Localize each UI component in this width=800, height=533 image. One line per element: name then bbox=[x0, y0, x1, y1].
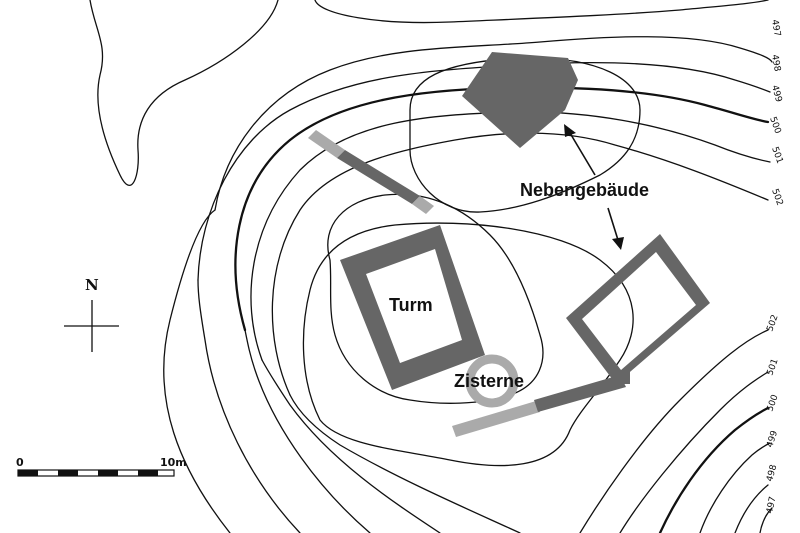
scale-bar-segment bbox=[138, 470, 158, 476]
outbuilding-pentagon bbox=[462, 52, 578, 148]
scale-start-label: 0 bbox=[16, 456, 24, 469]
contour-label: 498 bbox=[769, 54, 782, 73]
contour-line bbox=[289, 394, 521, 533]
contour-label: 501 bbox=[769, 146, 784, 166]
outbuilding-arrows bbox=[564, 124, 624, 250]
wall-segment-light bbox=[308, 130, 345, 158]
contour-line bbox=[658, 406, 770, 533]
scale-bar-segment bbox=[18, 470, 38, 476]
contour-label: 500 bbox=[765, 393, 780, 413]
contour-line bbox=[250, 111, 771, 361]
contour-line bbox=[163, 209, 231, 533]
scale-bar-segment bbox=[58, 470, 78, 476]
outbuilding-frame bbox=[566, 234, 710, 384]
contour-labels-top: 497 498 499 500 501 502 bbox=[767, 19, 784, 207]
contour-line bbox=[214, 36, 773, 211]
arrow-down-head bbox=[612, 237, 624, 250]
wall-connector bbox=[612, 372, 630, 384]
contour-label: 502 bbox=[765, 313, 780, 333]
contour-line bbox=[302, 222, 634, 467]
structures bbox=[308, 52, 710, 437]
wall-segment-light bbox=[412, 196, 434, 214]
contour-labels-bottom: 502 501 500 499 498 497 bbox=[765, 313, 781, 514]
cistern-label: Zisterne bbox=[454, 371, 524, 391]
contour-line bbox=[579, 329, 769, 533]
contour-label: 502 bbox=[769, 188, 784, 208]
wall-segment bbox=[337, 150, 420, 204]
contour-line bbox=[734, 484, 769, 533]
contour-label: 499 bbox=[765, 429, 780, 449]
contour-label: 501 bbox=[765, 357, 780, 377]
scale-end-label: 10m bbox=[160, 456, 187, 469]
tower bbox=[340, 225, 485, 390]
scale-bar: 0 10m bbox=[16, 456, 187, 477]
arrow-up-head bbox=[564, 124, 576, 137]
contour-line bbox=[197, 279, 301, 533]
contour-line bbox=[271, 132, 769, 396]
contour-label: 497 bbox=[765, 496, 778, 515]
north-arrow: N bbox=[64, 276, 119, 352]
contour-line bbox=[699, 442, 771, 533]
contour-label: 497 bbox=[769, 19, 782, 38]
cistern bbox=[465, 354, 519, 408]
contour-label: 498 bbox=[765, 463, 779, 482]
contour-line bbox=[197, 62, 771, 281]
contour-line bbox=[759, 507, 773, 533]
wall-segment-light bbox=[452, 401, 540, 437]
arrow-down-line bbox=[607, 207, 619, 241]
outbuildings-label: Nebengebäude bbox=[520, 180, 649, 200]
contour-line bbox=[314, 0, 769, 24]
contour-line bbox=[89, 0, 279, 186]
contour-line bbox=[327, 193, 544, 404]
contour-line bbox=[244, 329, 371, 533]
contour-line bbox=[409, 57, 641, 213]
arrow-up-line bbox=[569, 132, 596, 176]
contour-label: 500 bbox=[767, 116, 782, 136]
contour-line bbox=[261, 359, 441, 533]
tower-label: Turm bbox=[389, 295, 433, 315]
contour-label: 499 bbox=[769, 84, 783, 103]
scale-bar-segment bbox=[98, 470, 118, 476]
wall-segment bbox=[534, 375, 626, 412]
north-label: N bbox=[85, 276, 99, 294]
contour-line bbox=[619, 371, 769, 533]
